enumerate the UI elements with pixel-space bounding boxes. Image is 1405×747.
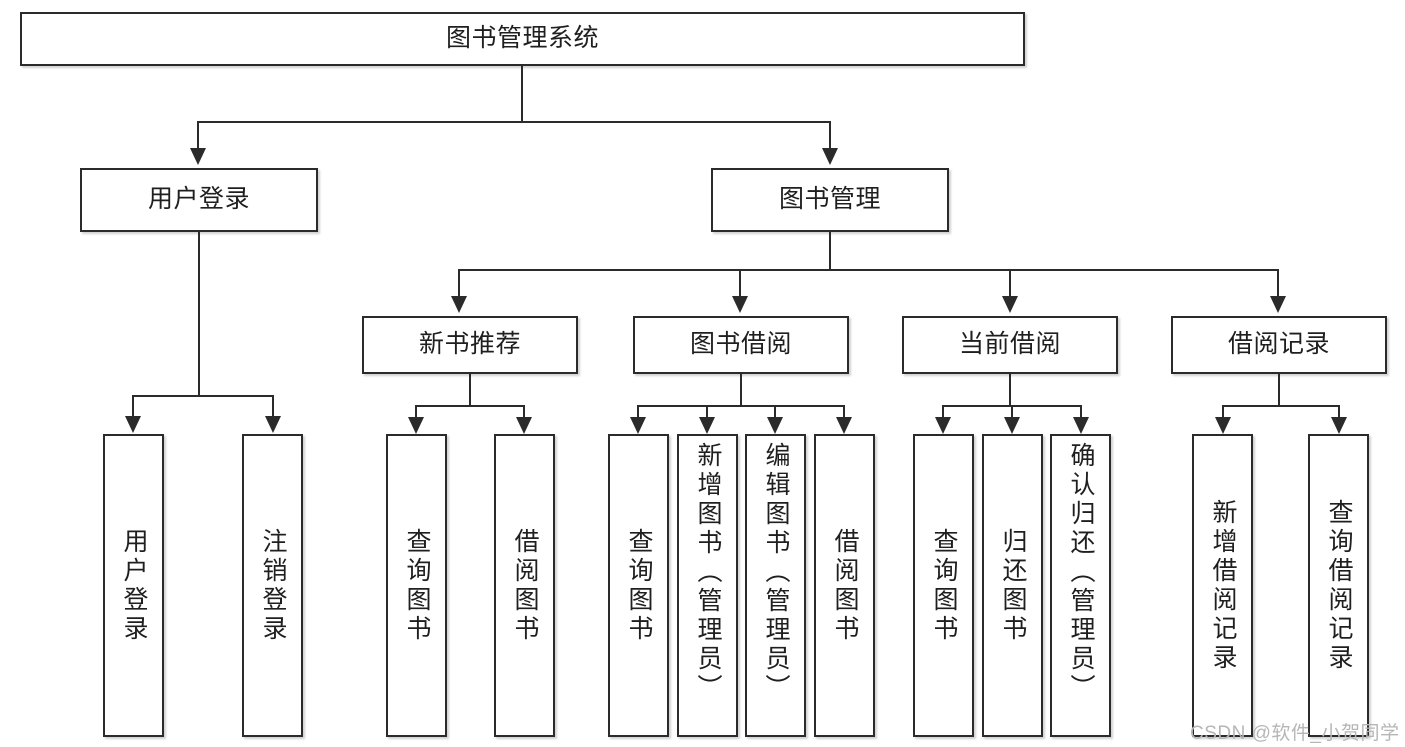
connector-level1-drop-book-management: [829, 121, 831, 149]
node-leaf-user-login[interactable]: 用户登录: [103, 434, 164, 737]
connector-new-book-stem: [469, 374, 471, 406]
connector-borrow-record-spine: [1222, 405, 1340, 407]
connector-borrow-record-stem: [1278, 374, 1280, 406]
node-leaf-edit-book[interactable]: 编辑图书（管理员）: [745, 434, 806, 737]
node-leaf-user-logout[interactable]: 注销登录: [242, 434, 303, 737]
connector-level2-drop-borrow-record: [1277, 269, 1279, 297]
arrow-level1-user-login: [190, 148, 206, 165]
node-new-book-recommend[interactable]: 新书推荐: [362, 316, 578, 374]
arrow-level1-book-management: [822, 148, 838, 165]
arrow-leaf-user-logout: [265, 416, 281, 433]
node-leaf-return-book[interactable]: 归还图书: [982, 434, 1043, 737]
connector-level1-drop-user-login: [197, 121, 199, 149]
arrow-leaf-query-record: [1331, 417, 1347, 434]
node-leaf-query-record[interactable]: 查询借阅记录: [1308, 434, 1369, 737]
node-leaf-edit-book-label: 编辑图书（管理员）: [762, 442, 790, 703]
arrow-leaf-borrow-book-1: [516, 417, 532, 434]
node-book-borrow-label: 图书借阅: [689, 330, 792, 359]
node-leaf-return-book-label: 归还图书: [999, 527, 1027, 644]
node-leaf-add-book[interactable]: 新增图书（管理员）: [677, 434, 738, 737]
connector-book-borrow-drop-2: [706, 405, 708, 418]
node-book-management-label: 图书管理: [778, 185, 881, 214]
arrow-level2-new-book-recommend: [451, 296, 467, 313]
arrow-leaf-confirm-return: [1073, 417, 1089, 434]
node-leaf-confirm-return[interactable]: 确认归还（管理员）: [1050, 434, 1111, 737]
arrow-leaf-user-login: [125, 416, 141, 433]
node-book-management[interactable]: 图书管理: [711, 168, 949, 232]
node-leaf-borrow-book-2-label: 借阅图书: [831, 527, 859, 644]
connector-borrow-record-drop-1: [1222, 405, 1224, 418]
arrow-leaf-add-record: [1215, 417, 1231, 434]
connector-book-borrow-drop-3: [774, 405, 776, 418]
connector-level2-drop-new-book: [458, 269, 460, 297]
connector-new-book-drop-1: [415, 405, 417, 418]
connector-borrow-record-drop-2: [1338, 405, 1340, 418]
arrow-leaf-edit-book: [767, 417, 783, 434]
node-leaf-confirm-return-label: 确认归还（管理员）: [1067, 442, 1095, 703]
arrow-leaf-add-book: [699, 417, 715, 434]
connector-book-management-stem: [829, 232, 831, 270]
node-leaf-borrow-book-1-label: 借阅图书: [511, 527, 539, 644]
node-root-label: 图书管理系统: [445, 24, 599, 53]
connector-user-login-drop-2: [272, 395, 274, 417]
connector-new-book-drop-2: [523, 405, 525, 418]
arrow-leaf-return-book: [1004, 417, 1020, 434]
connector-level2-drop-book-borrow: [739, 269, 741, 297]
node-leaf-query-book-3[interactable]: 查询图书: [913, 434, 974, 737]
node-leaf-user-login-label: 用户登录: [120, 527, 148, 644]
connector-level1-spine: [197, 121, 831, 123]
connector-current-borrow-drop-3: [1080, 405, 1082, 418]
arrow-leaf-query-book-1: [408, 417, 424, 434]
arrow-leaf-query-book-3: [935, 417, 951, 434]
connector-current-borrow-drop-2: [1011, 405, 1013, 418]
arrow-leaf-borrow-book-2: [836, 417, 852, 434]
node-current-borrow-label: 当前借阅: [958, 330, 1061, 359]
connector-book-borrow-stem: [740, 374, 742, 406]
connector-book-borrow-drop-1: [637, 405, 639, 418]
node-user-login-label: 用户登录: [147, 185, 250, 214]
node-leaf-add-record-label: 新增借阅记录: [1209, 498, 1237, 673]
connector-user-login-drop-1: [132, 395, 134, 417]
node-leaf-add-record[interactable]: 新增借阅记录: [1192, 434, 1253, 737]
node-leaf-borrow-book-2[interactable]: 借阅图书: [814, 434, 875, 737]
node-leaf-query-book-3-label: 查询图书: [930, 527, 958, 644]
node-leaf-add-book-label: 新增图书（管理员）: [694, 442, 722, 703]
arrow-level2-borrow-record: [1270, 296, 1286, 313]
csdn-watermark: CSDN @软件_小贺同学: [1190, 723, 1400, 744]
connector-user-login-spine: [132, 395, 273, 397]
node-leaf-borrow-book-1[interactable]: 借阅图书: [494, 434, 555, 737]
arrow-leaf-query-book-2: [630, 417, 646, 434]
node-leaf-user-logout-label: 注销登录: [259, 527, 287, 644]
node-leaf-query-record-label: 查询借阅记录: [1325, 498, 1353, 673]
node-user-login[interactable]: 用户登录: [80, 168, 318, 232]
connector-level2-spine: [458, 269, 1278, 271]
connector-level2-drop-current-borrow: [1009, 269, 1011, 297]
node-borrow-record[interactable]: 借阅记录: [1171, 316, 1387, 374]
connector-root-stem: [521, 66, 523, 122]
node-new-book-recommend-label: 新书推荐: [418, 330, 521, 359]
connector-new-book-spine: [415, 405, 525, 407]
arrow-level2-current-borrow: [1002, 296, 1018, 313]
node-book-borrow[interactable]: 图书借阅: [633, 316, 849, 374]
node-root[interactable]: 图书管理系统: [20, 12, 1025, 66]
connector-current-borrow-drop-1: [942, 405, 944, 418]
connector-book-borrow-drop-4: [843, 405, 845, 418]
arrow-level2-book-borrow: [732, 296, 748, 313]
node-leaf-query-book-2[interactable]: 查询图书: [608, 434, 669, 737]
connector-current-borrow-stem: [1009, 374, 1011, 406]
connector-user-login-stem: [198, 232, 200, 396]
node-current-borrow[interactable]: 当前借阅: [902, 316, 1118, 374]
connector-book-borrow-spine: [637, 405, 845, 407]
node-leaf-query-book-2-label: 查询图书: [625, 527, 653, 644]
node-borrow-record-label: 借阅记录: [1227, 330, 1330, 359]
node-leaf-query-book-1[interactable]: 查询图书: [386, 434, 447, 737]
node-leaf-query-book-1-label: 查询图书: [403, 527, 431, 644]
